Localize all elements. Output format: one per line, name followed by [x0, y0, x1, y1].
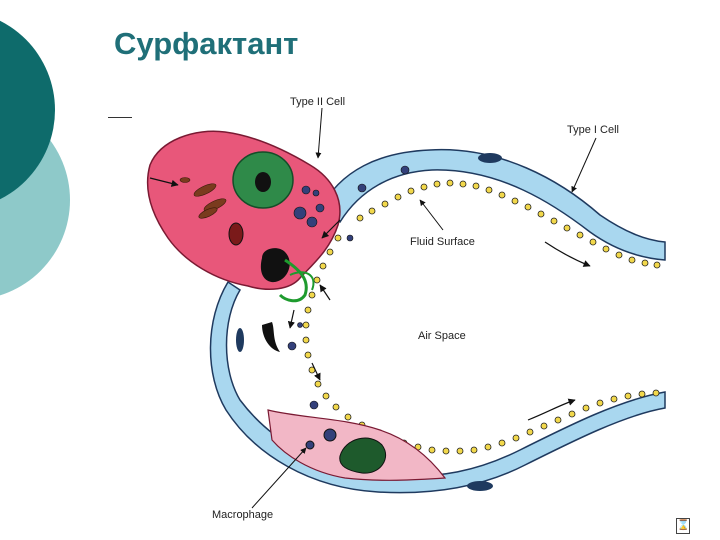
slide-corner-icon: ⌛ [676, 518, 690, 534]
fluid-surface-label: Fluid Surface [410, 236, 475, 248]
macrophage-nucleus [339, 437, 387, 474]
flow-arrows [149, 177, 591, 421]
upper-membrane [319, 148, 666, 261]
lower-membrane [209, 280, 666, 494]
lamellar-body [228, 222, 244, 246]
surfactant-layer-upper [356, 179, 661, 269]
type2-nucleolus [255, 172, 271, 192]
surfactant-layer-lower [358, 389, 660, 455]
surfactant-layer-left [302, 234, 352, 421]
wall-nucleus [478, 153, 502, 163]
slide-title: Сурфактант [114, 26, 299, 61]
macrophage-vesicle [323, 428, 337, 442]
exocytosis-vesicle [260, 248, 290, 283]
wall-nucleus [467, 481, 493, 491]
air-space-label: Air Space [418, 330, 466, 342]
type2-cell [146, 130, 341, 291]
exocytosed-body [262, 322, 280, 352]
type2-cell-label: Type II Cell [290, 96, 346, 108]
title-rule [108, 117, 132, 118]
label-leaders [251, 107, 597, 509]
type2-organelles [179, 177, 227, 219]
free-vesicles [287, 165, 410, 410]
macrophage-vesicle [305, 440, 315, 450]
type1-cell-label: Type I Cell [567, 124, 619, 136]
wall-nucleus [236, 328, 244, 352]
secretory-granules [293, 185, 325, 228]
tubular-myelin [278, 258, 308, 303]
macrophage-label: Macrophage [212, 509, 274, 521]
